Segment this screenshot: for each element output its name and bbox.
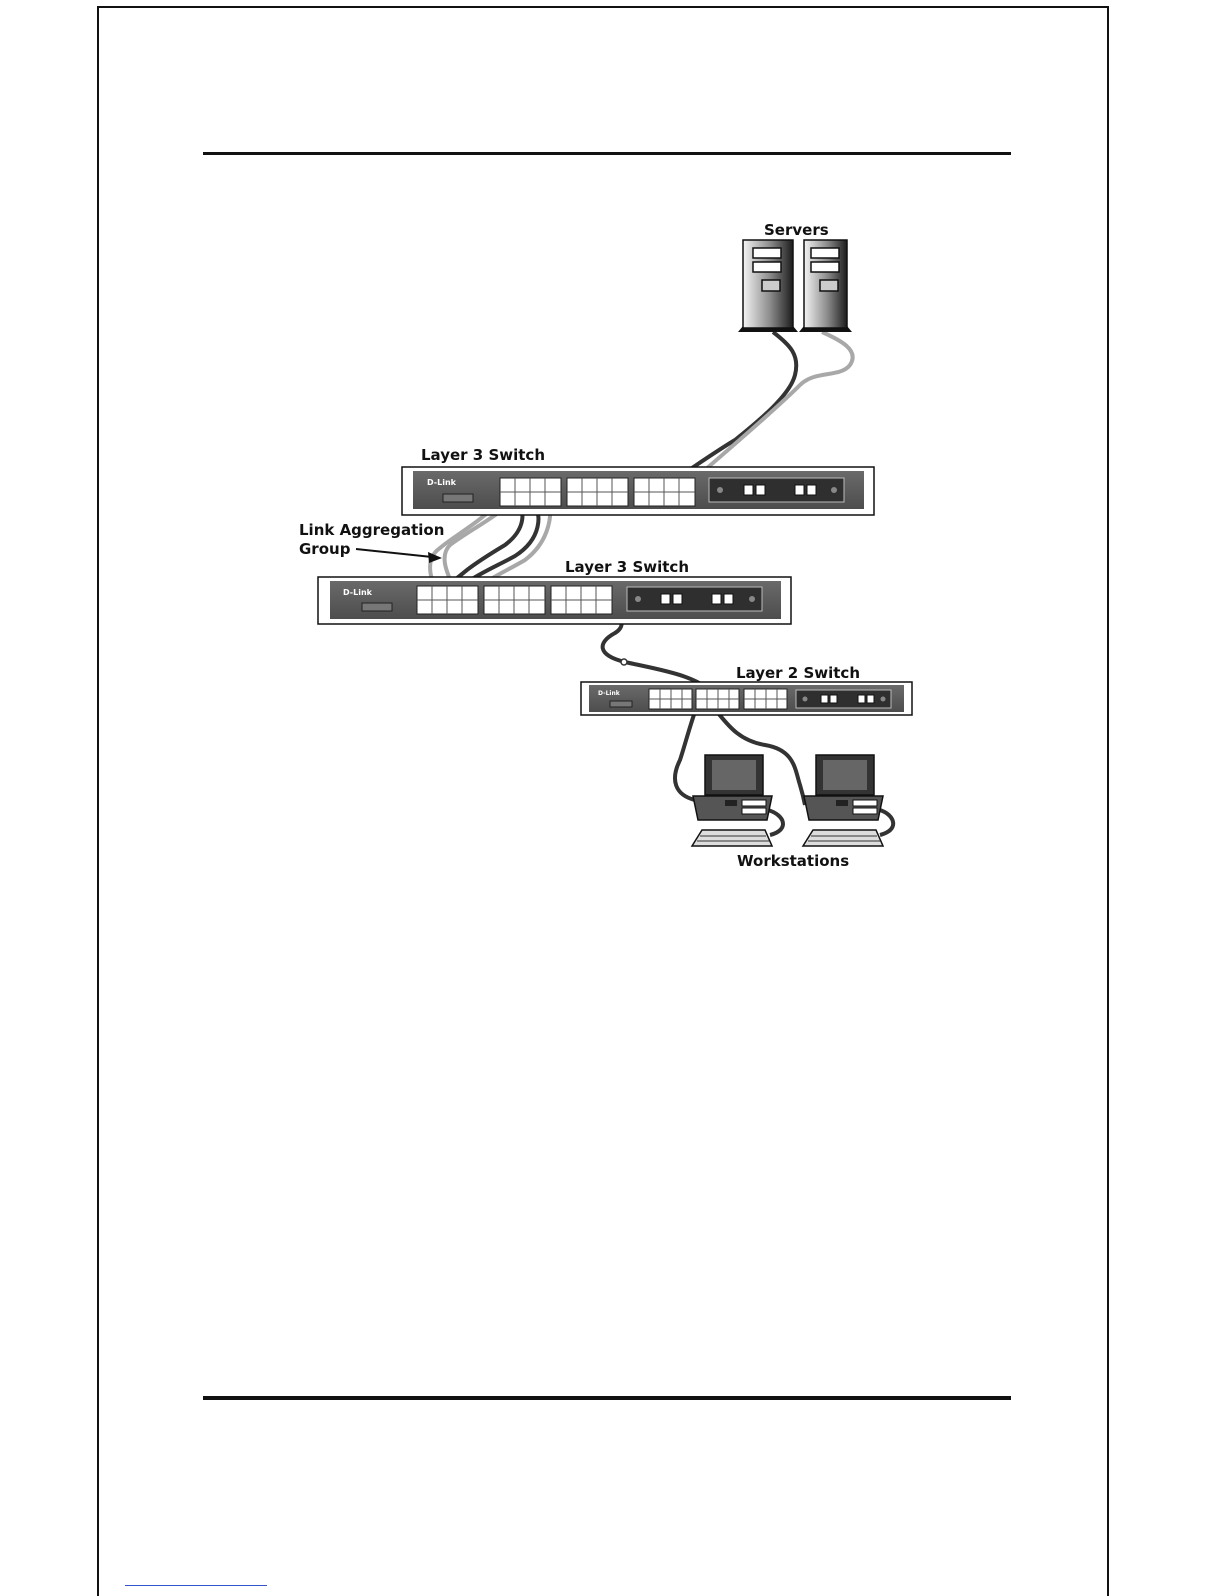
layer2-switch-label: Layer 2 Switch: [736, 664, 860, 682]
layer3-switch-top-label: Layer 3 Switch: [421, 446, 545, 464]
workstation-icon: [803, 755, 883, 846]
arrow-icon: [356, 549, 442, 563]
servers-label: Servers: [764, 221, 829, 239]
footer-link-underline: [125, 1585, 267, 1586]
network-switch-icon: D-Link: [318, 577, 791, 624]
layer3-switch-middle-label: Layer 3 Switch: [565, 558, 689, 576]
network-switch-icon: D-Link: [581, 682, 912, 715]
brand-label: D-Link: [427, 478, 457, 487]
lag-label-line2: Group: [299, 540, 351, 558]
network-switch-icon: D-Link: [402, 467, 874, 515]
lag-label-line1: Link Aggregation: [299, 521, 444, 539]
brand-label: D-Link: [343, 588, 373, 597]
workstations-label: Workstations: [737, 852, 849, 870]
brand-label: D-Link: [598, 690, 621, 697]
server-icon: [799, 240, 852, 332]
workstation-icon: [692, 755, 772, 846]
server-icon: [738, 240, 798, 332]
